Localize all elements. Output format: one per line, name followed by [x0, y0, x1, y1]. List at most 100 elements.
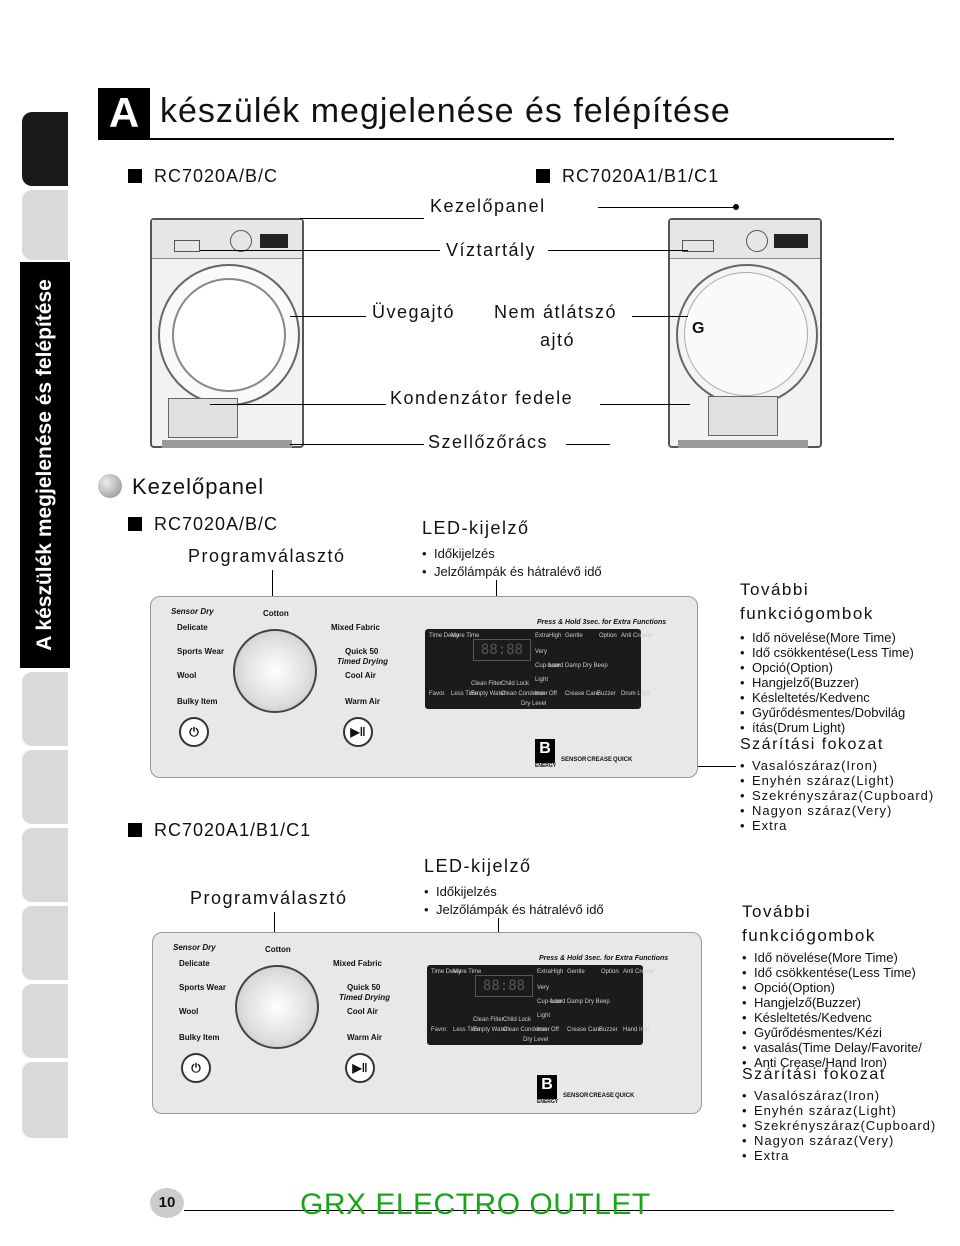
disp-empty-water: Empty Water — [471, 691, 506, 697]
label-sensor-dry: Sensor Dry — [173, 943, 216, 952]
func-title1-b: További — [742, 902, 812, 921]
disp-empty-water: Empty Water — [473, 1027, 508, 1033]
leader-viztartaly-r — [548, 250, 688, 251]
label-timed-drying: Timed Drying — [337, 657, 388, 666]
label-sports-wear: Sports Wear — [179, 983, 226, 992]
disp-damp-dry: Damp Dry Beep — [567, 999, 610, 1005]
disp-iron: Iron — [537, 1027, 548, 1033]
func-item: Anti Crease/Hand Iron) — [742, 1055, 922, 1070]
prog-label-a: Programválasztó — [188, 546, 346, 566]
power-button[interactable]: ⏻ — [181, 1053, 211, 1083]
func-item: ítás(Drum Light) — [740, 720, 914, 735]
footer-brand: GRX ELECTRO OUTLET — [300, 1188, 651, 1221]
dry-item: Extra — [742, 1148, 936, 1163]
disp-very: Very — [537, 985, 550, 991]
func-item: Gyűrődésmentes/Kézi — [742, 1025, 922, 1040]
program-selector-knob[interactable] — [235, 965, 319, 1049]
dry-item: Szekrényszáraz(Cupboard) — [742, 1118, 936, 1133]
disp-anti-crease: Anti Crease — [623, 969, 655, 975]
func-title2-b: funkciógombok — [742, 926, 876, 945]
led-display-b: Time Delay More Time Extra High Gentle O… — [427, 965, 654, 1045]
label-bulky-item: Bulky Item — [179, 1033, 220, 1042]
side-tab-4 — [22, 672, 68, 746]
disp-extra: Extra — [537, 969, 552, 975]
label-quick: QUICK — [615, 1093, 635, 1099]
disp-cupboard: Cup-board — [537, 999, 566, 1005]
dry-info-b: Szárítási fokozat Vasalószáraz(Iron) Eny… — [742, 1066, 936, 1163]
disp-off: Off — [549, 691, 557, 697]
disp-clean-filter: Clean Filter — [471, 681, 502, 687]
dry-item: Vasalószáraz(Iron) — [742, 1088, 936, 1103]
page-number: 10 — [150, 1188, 184, 1218]
control-panel-b: Sensor Dry Cotton Delicate Mixed Fabric … — [152, 932, 702, 1114]
dry-item: Nagyon száraz(Very) — [742, 1133, 936, 1148]
disp-less-time: Less Time — [451, 691, 479, 697]
disp-dry-level: Dry Level — [523, 1037, 549, 1043]
disp-high: High — [549, 633, 562, 639]
dry-title-a: Szárítási fokozat — [740, 736, 884, 753]
side-tab-7 — [22, 906, 68, 980]
callout-szellozo: Szellőzőrács — [428, 432, 549, 452]
leader-szellozo-r — [566, 444, 610, 445]
led-title-a: LED-kijelző — [422, 518, 530, 538]
side-tab-6 — [22, 828, 68, 902]
label-press-hold: Press & Hold 3sec. for Extra Functions — [537, 619, 667, 626]
section-bullet-icon — [98, 474, 122, 498]
label-mixed-fabric: Mixed Fabric — [333, 959, 382, 968]
disp-anti-crease: Anti Crease — [621, 633, 653, 639]
func-item: Gyűrődésmentes/Dobvilág — [740, 705, 914, 720]
disp-damp-dry: Damp Dry Beep — [565, 663, 608, 669]
disp-option: Option — [601, 969, 619, 975]
func-item: Idő csökkentése(Less Time) — [742, 965, 922, 980]
footer-rule — [184, 1210, 894, 1211]
side-tab-8 — [22, 984, 68, 1058]
side-tab-5 — [22, 750, 68, 824]
dryer-right-base — [678, 440, 808, 448]
func-info-a: További funkciógombok Idő növelése(More … — [740, 578, 914, 735]
side-tab-1 — [22, 112, 68, 186]
disp-clean-condenser: Clean Condenser — [501, 691, 548, 697]
disp-favor: Favor. — [431, 1027, 448, 1033]
func-item: Idő növelése(More Time) — [740, 630, 914, 645]
dry-title-b: Szárítási fokozat — [742, 1066, 886, 1083]
side-tab-9 — [22, 1062, 68, 1138]
disp-extra: Extra — [535, 633, 550, 639]
disp-crease-care: Crease Care — [565, 691, 600, 697]
label-energy: ENERGY — [537, 1099, 559, 1105]
dry-item: Nagyon száraz(Very) — [740, 803, 934, 818]
disp-buzzer: Buzzer — [597, 691, 616, 697]
leader-kezelopanel-r — [598, 207, 736, 208]
disp-off: Off — [551, 1027, 559, 1033]
func-item: Késleltetés/Kedvenc — [740, 690, 914, 705]
dryer-solid-door: G — [668, 218, 822, 448]
power-button[interactable]: ⏻ — [179, 717, 209, 747]
disp-low: Low — [549, 663, 561, 669]
leader-uvegajto — [290, 316, 366, 317]
label-warm-air: Warm Air — [347, 1033, 382, 1042]
disp-more-time: More Time — [451, 633, 480, 639]
label-delicate: Delicate — [177, 623, 208, 632]
disp-light: Light — [535, 677, 549, 683]
disp-option: Option — [599, 633, 617, 639]
led-info-b: LED-kijelző Időkijelzés Jelzőlámpák és h… — [424, 856, 604, 919]
leader-kondenzator-r — [600, 404, 690, 405]
label-sports-wear: Sports Wear — [177, 647, 224, 656]
disp-clean-condenser: Clean Condenser — [503, 1027, 550, 1033]
label-wool: Wool — [177, 671, 197, 680]
callout-ajto: ajtó — [540, 330, 576, 350]
disp-clean-filter: Clean Filter — [473, 1017, 504, 1023]
disp-low: Low — [551, 999, 563, 1005]
func-item: Opció(Option) — [740, 660, 914, 675]
func-item: Hangjelző(Buzzer) — [740, 675, 914, 690]
panel-model-b: RC7020A1/B1/C1 — [128, 820, 311, 841]
disp-time-delay: Time Delay — [431, 969, 462, 975]
disp-more-time: More Time — [453, 969, 482, 975]
label-cotton: Cotton — [265, 945, 291, 954]
disp-crease-care: Crease Care — [567, 1027, 602, 1033]
start-pause-button[interactable]: ▶‖ — [345, 1053, 375, 1083]
program-selector-knob[interactable] — [233, 629, 317, 713]
disp-gentle: Gentle — [567, 969, 585, 975]
leader-kezelopanel-l — [300, 218, 424, 219]
start-pause-button[interactable]: ▶‖ — [343, 717, 373, 747]
leader-szellozo-l — [290, 444, 424, 445]
